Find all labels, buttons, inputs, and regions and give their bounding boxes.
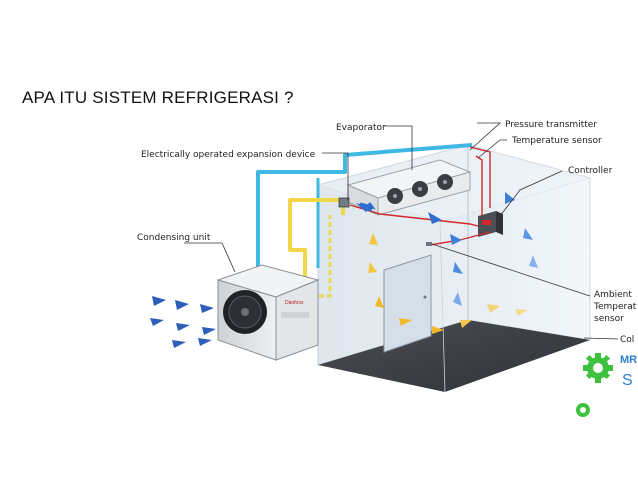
label-ambient-line3: sensor: [594, 314, 624, 324]
label-controller: Controller: [568, 166, 613, 176]
gear-icon: [583, 353, 613, 383]
label-pressure-transmitter: Pressure transmitter: [505, 120, 597, 130]
diagram-labels: Evaporator Pressure transmitter Temperat…: [137, 120, 637, 345]
room-door: [383, 254, 432, 353]
label-cold-room: Col: [620, 335, 634, 345]
room-floor: [318, 320, 590, 392]
condensing-unit: Danfoss: [216, 264, 320, 361]
label-ambient-line1: Ambient: [594, 290, 632, 300]
label-condensing-unit: Condensing unit: [137, 233, 211, 243]
logo-text-bottom: S: [622, 372, 633, 389]
slide-title: APA ITU SISTEM REFRIGERASI ?: [22, 88, 294, 107]
label-temperature-sensor: Temperature sensor: [511, 136, 602, 146]
logo-text-top: MR.: [620, 354, 638, 366]
label-ambient-line2: Temperat: [593, 302, 637, 312]
liquid-line: [256, 143, 473, 275]
airflow-arrows: [356, 192, 538, 334]
svg-text:Danfoss: Danfoss: [285, 300, 304, 306]
ambient-temperature-sensor: [426, 242, 432, 246]
label-evaporator: Evaporator: [336, 123, 386, 133]
brand-logo: MR. S: [576, 353, 638, 417]
label-expansion-device: Electrically operated expansion device: [141, 150, 316, 160]
outside-airflow-arrows: [150, 296, 216, 348]
leader-lines: [184, 122, 619, 340]
controller-box: [478, 211, 503, 237]
expansion-valve: [338, 197, 350, 208]
